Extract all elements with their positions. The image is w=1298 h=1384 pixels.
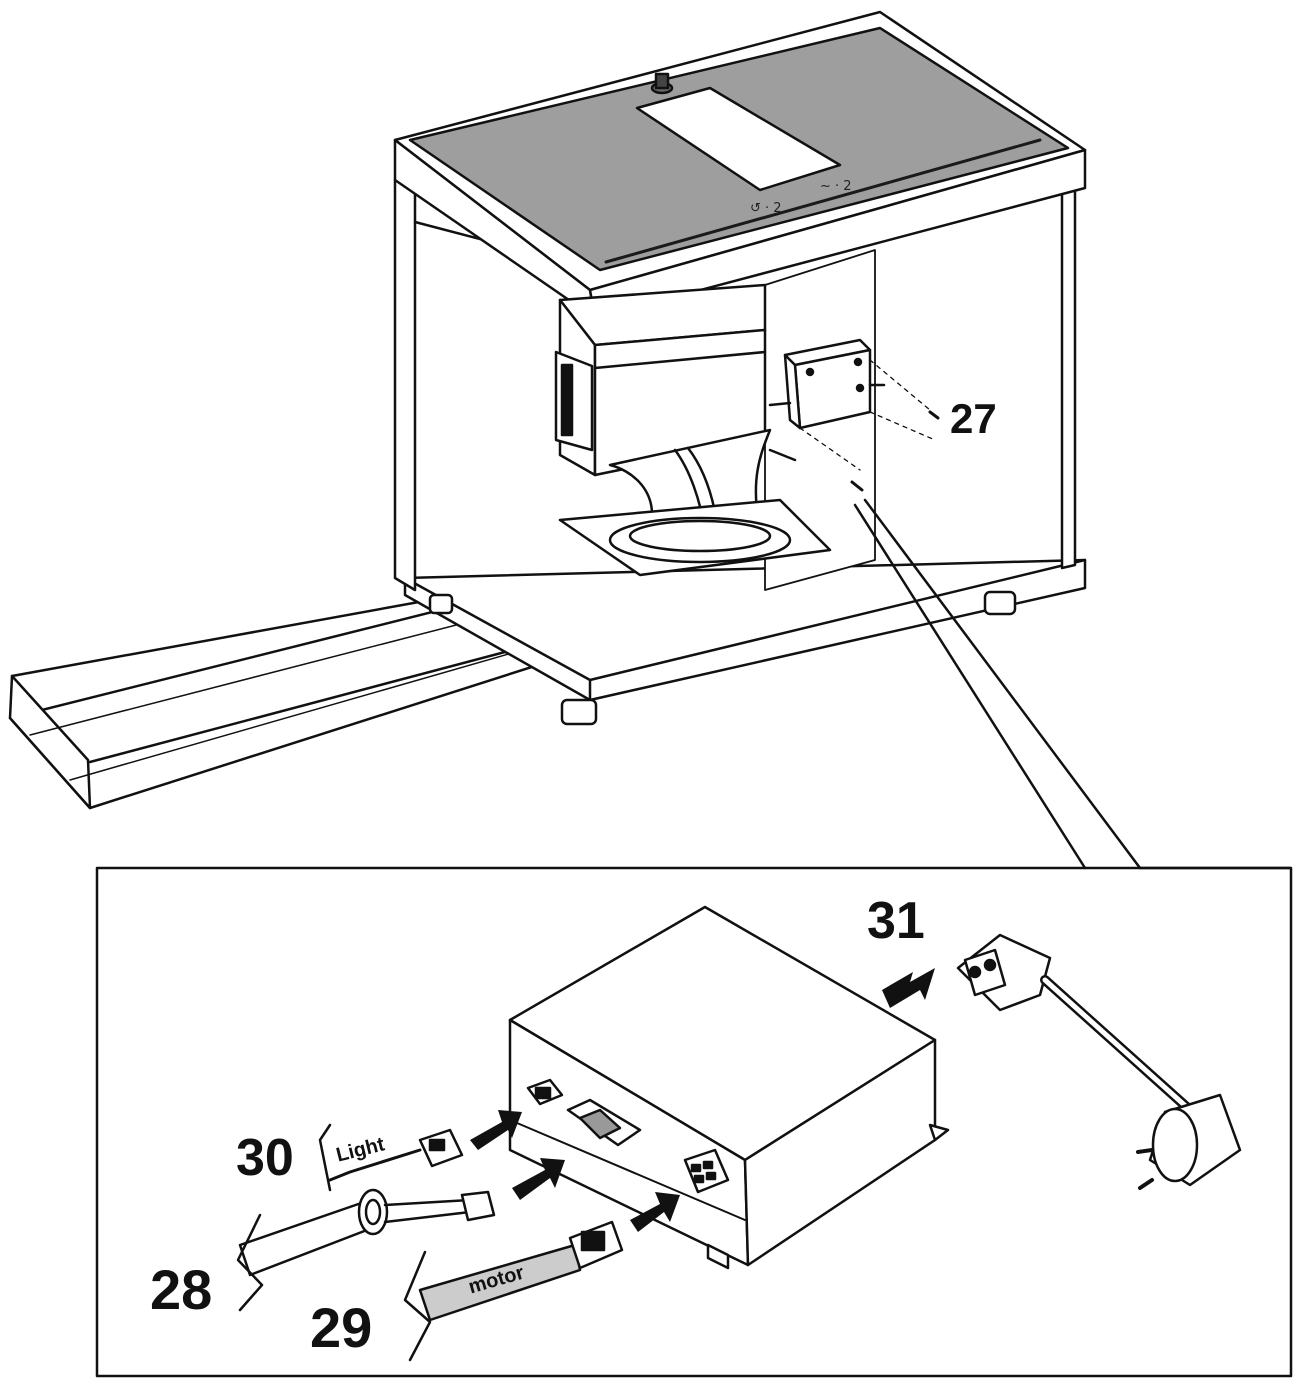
callout-30: 30 — [236, 1129, 294, 1187]
control-box-detail — [508, 905, 950, 1270]
arrow-power — [512, 1158, 565, 1200]
arrow-motor — [630, 1192, 680, 1232]
svg-text:↺ · 2: ↺ · 2 — [750, 201, 782, 216]
control-box-installed — [768, 338, 940, 492]
motor-cable — [403, 1220, 624, 1362]
callout-29: 29 — [310, 1296, 373, 1359]
detail-frame — [95, 866, 1293, 1378]
arrow-light — [470, 1110, 522, 1150]
light-cable — [318, 1123, 464, 1192]
callout-31: 31 — [867, 892, 925, 950]
arrow-mains — [882, 968, 935, 1008]
callout-28: 28 — [150, 1258, 213, 1321]
power-cable — [236, 1188, 496, 1312]
mains-power-cord — [956, 933, 1242, 1190]
svg-text:~ · 2: ~ · 2 — [820, 179, 852, 194]
exhaust-duct — [8, 598, 562, 810]
callout-27: 27 — [950, 395, 997, 442]
motor-unit — [554, 283, 832, 577]
